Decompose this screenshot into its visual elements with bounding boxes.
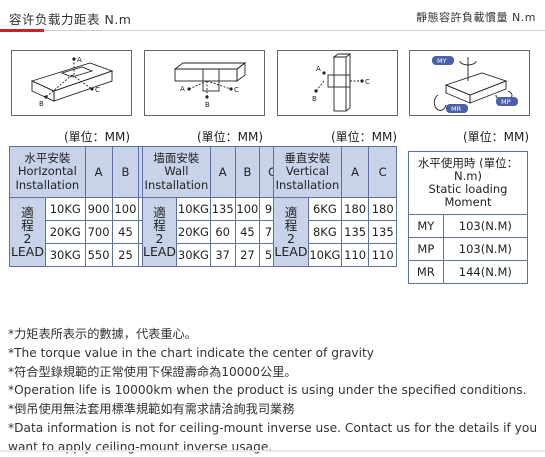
table-vertical: 垂直安裝 Vertical Installation A C 適 程 2 LEA… [273, 146, 397, 267]
diagram-label: A [316, 65, 321, 73]
footer-divider [0, 450, 545, 452]
diagram-label: C [365, 78, 370, 86]
note-line: *符合型錄規範的正常使用下保證壽命為10000公里。 [8, 364, 297, 379]
travel-label: 適 程 2 LEAD [143, 204, 177, 260]
diagram-horizontal: A B C [11, 50, 132, 116]
unit-label: (單位：MM) [331, 130, 398, 144]
value-cell: 100 [234, 197, 261, 221]
table-row: MR 144(N.M) [408, 260, 529, 284]
value-cell: 900 [84, 197, 113, 221]
note-line: *Data information is not for ceiling-mou… [8, 420, 538, 435]
diagram-label: B [312, 95, 317, 103]
value-cell: 110 [368, 243, 397, 267]
diagram-label: C [95, 86, 100, 94]
load-cell: 6KG [307, 197, 342, 221]
note-line: *Operation life is 10000km when the prod… [8, 383, 527, 398]
load-cell: 30KG [44, 243, 86, 267]
notes-section: *力矩表所表示的數據，代表重心。 *The torque value in th… [8, 325, 537, 457]
load-cell: 30KG [176, 243, 211, 267]
value-cell: 180 [340, 197, 370, 221]
table-title: 水平使用時 (單位： N.m) Static loading Moment [408, 151, 528, 215]
diagram-label: A [77, 56, 82, 64]
col-header: C [368, 146, 397, 198]
page-subtitle: 靜態容許負載慣量 N.m [416, 11, 536, 24]
table-static-moment: 水平使用時 (單位： N.m) Static loading Moment MY… [408, 151, 529, 284]
diagram-static-moment: MY MR MP [409, 50, 530, 116]
table-row: MY 103(N.M) [408, 214, 529, 238]
unit-label: (單位：MM) [463, 130, 530, 144]
value-cell: 100 [111, 197, 140, 221]
table-wall: 墙面安裝 Wall Installation A B C 適 程 2 LEAD … [141, 146, 285, 267]
moment-label-mr: MR [451, 105, 462, 113]
table-title: 水平安裝 HorIzontal Installation [9, 146, 86, 198]
value-cell: 45 [234, 220, 261, 244]
value-cell: 37 [209, 243, 236, 267]
header-divider [0, 30, 545, 31]
col-header: A [340, 146, 370, 198]
moment-label-my: MY [437, 57, 447, 65]
note-line: want to apply ceiling-mount inverse usag… [8, 439, 273, 454]
col-header: B [111, 146, 140, 198]
axis-cell: MY [408, 214, 444, 238]
table-row: 適 程 2 LEAD 10KG 135 100 90 [141, 197, 285, 267]
load-cell: 20KG [176, 220, 211, 244]
table-title: 墙面安裝 Wall Installation [142, 146, 211, 198]
value-cell: 103(N.M) [442, 214, 529, 238]
diagram-label: B [205, 101, 210, 109]
load-cell: 10KG [307, 243, 342, 267]
value-cell: 180 [368, 197, 397, 221]
value-cell: 135 [368, 220, 397, 244]
value-cell: 103(N.M) [442, 237, 529, 261]
diagram-label: B [39, 100, 44, 108]
value-cell: 135 [340, 220, 370, 244]
table-row: 8KG 135 135 [274, 220, 397, 244]
value-cell: 700 [84, 220, 113, 244]
value-cell: 550 [84, 243, 113, 267]
page-title: 容许负载力距表 N.m [9, 12, 132, 27]
diagram-label: C [234, 86, 239, 94]
header-accent-bar [0, 29, 44, 32]
table-horizontal: 水平安裝 HorIzontal Installation A B C 適 程 2… [9, 146, 167, 267]
value-cell: 25 [111, 243, 140, 267]
table-row: 適 程 2 LEAD 6KG 180 180 [273, 197, 397, 267]
diagram-label: A [180, 85, 185, 93]
axis-cell: MP [408, 237, 444, 261]
moment-label-mp: MP [501, 98, 511, 106]
load-cell: 10KG [44, 197, 86, 221]
load-cell: 8KG [307, 220, 342, 244]
value-cell: 45 [111, 220, 140, 244]
note-line: *The torque value in the chart indicate … [8, 345, 375, 360]
col-header: B [234, 146, 261, 198]
table-title: 垂直安裝 Vertical Installation [273, 146, 342, 198]
travel-label: 適 程 2 LEAD [274, 204, 308, 260]
travel-label: 適 程 2 LEAD [10, 204, 44, 260]
value-cell: 144(N.M) [442, 260, 529, 284]
unit-label: (單位：MM) [197, 130, 264, 144]
value-cell: 60 [209, 220, 236, 244]
col-header: A [84, 146, 113, 198]
note-line: *倒吊使用無法套用標準規範如有需求請洽詢我司業務 [8, 402, 295, 417]
diagram-wall: A B C [144, 50, 265, 116]
diagram-vertical: A B C [277, 50, 398, 116]
load-cell: 20KG [44, 220, 86, 244]
value-cell: 135 [209, 197, 236, 221]
table-row: MP 103(N.M) [408, 237, 529, 261]
axis-cell: MR [408, 260, 444, 284]
value-cell: 27 [234, 243, 261, 267]
note-line: *力矩表所表示的數據，代表重心。 [8, 327, 197, 341]
value-cell: 110 [340, 243, 370, 267]
table-row: 20KG 60 45 70 [143, 220, 285, 244]
load-cell: 10KG [176, 197, 211, 221]
col-header: A [209, 146, 236, 198]
unit-label: (單位：MM) [64, 130, 131, 144]
table-row: 10KG 110 110 [274, 243, 397, 267]
